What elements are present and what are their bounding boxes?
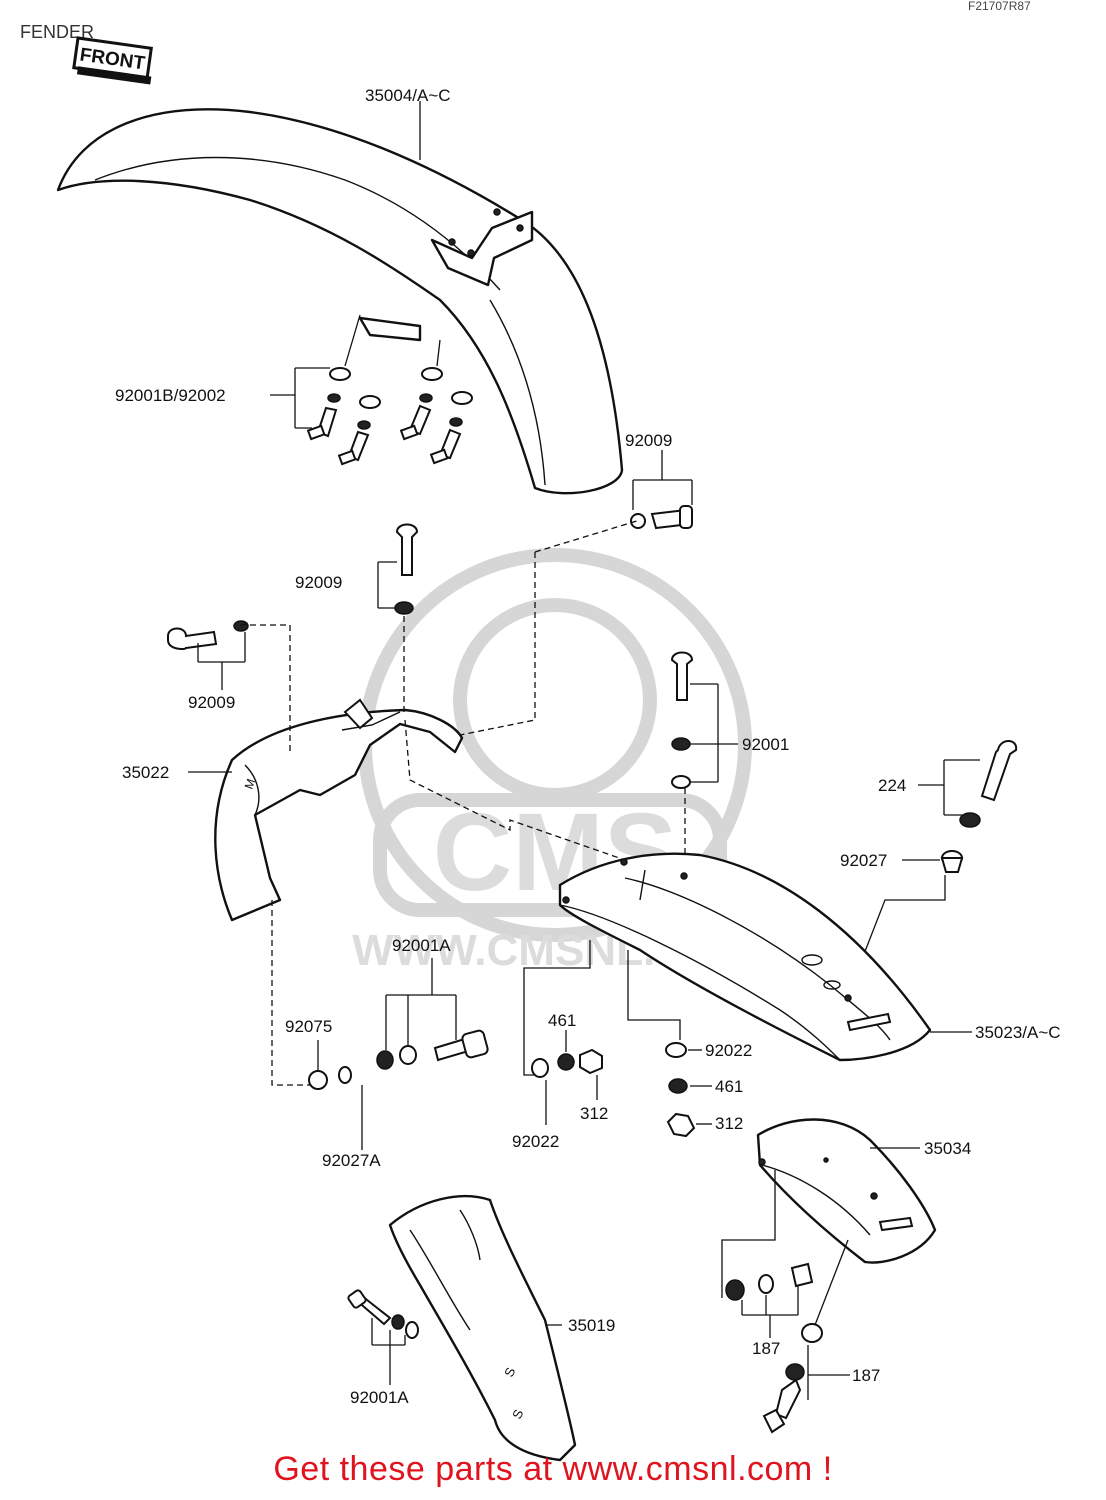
label-92009-left: 92009 (188, 693, 235, 712)
hardware-461-left (531, 1048, 603, 1078)
label-187-lower: 187 (852, 1366, 880, 1385)
ref-code: F21707R87 (968, 0, 1031, 13)
label-35023: 35023/A~C (975, 1023, 1061, 1042)
label-92001b-92002: 92001B/92002 (115, 386, 226, 405)
svg-text:M: M (242, 777, 259, 791)
label-187-upper: 187 (752, 1339, 780, 1358)
bolt-92009-left (167, 620, 249, 650)
label-461-right: 461 (715, 1077, 743, 1096)
label-92075: 92075 (285, 1017, 332, 1036)
fork-guard: S S (388, 1194, 577, 1462)
front-fender (56, 108, 624, 495)
label-92001a-middle: 92001A (392, 936, 451, 955)
front-fender-hardware (306, 314, 473, 466)
label-312-left: 312 (580, 1104, 608, 1123)
front-badge: FRONT (72, 36, 153, 85)
rear-flap (756, 1118, 937, 1264)
hardware-92001a-lower (347, 1289, 419, 1339)
label-35034: 35034 (924, 1139, 971, 1158)
dashed-connectors (240, 519, 686, 1086)
label-312-right: 312 (715, 1114, 743, 1133)
inner-fender: M (214, 698, 464, 922)
label-35019: 35019 (568, 1316, 615, 1335)
bolt-224 (940, 740, 1018, 873)
label-92009-middle: 92009 (295, 573, 342, 592)
hardware-187-upper (725, 1262, 814, 1301)
label-92001a-lower: 92001A (350, 1388, 409, 1407)
hardware-461-right (665, 1042, 696, 1138)
footer-link[interactable]: Get these parts at www.cmsnl.com ! (273, 1450, 833, 1488)
label-92027: 92027 (840, 851, 887, 870)
bolt-92009-middle (394, 523, 419, 615)
label-92027a: 92027A (322, 1151, 381, 1170)
bolt-92001 (670, 651, 694, 789)
label-224: 224 (878, 776, 906, 795)
label-35004: 35004/A~C (365, 86, 451, 105)
label-461-left: 461 (548, 1011, 576, 1030)
hardware-187-lower (762, 1323, 823, 1434)
bolt-92009-right (630, 505, 693, 530)
label-92009-right: 92009 (625, 431, 672, 450)
label-92001: 92001 (742, 735, 789, 754)
label-92022-left: 92022 (512, 1132, 559, 1151)
hardware-92001a-middle (308, 1029, 489, 1090)
rear-fender (558, 852, 932, 1062)
page-title: FENDER (20, 22, 94, 42)
label-92022-right: 92022 (705, 1041, 752, 1060)
label-35022: 35022 (122, 763, 169, 782)
